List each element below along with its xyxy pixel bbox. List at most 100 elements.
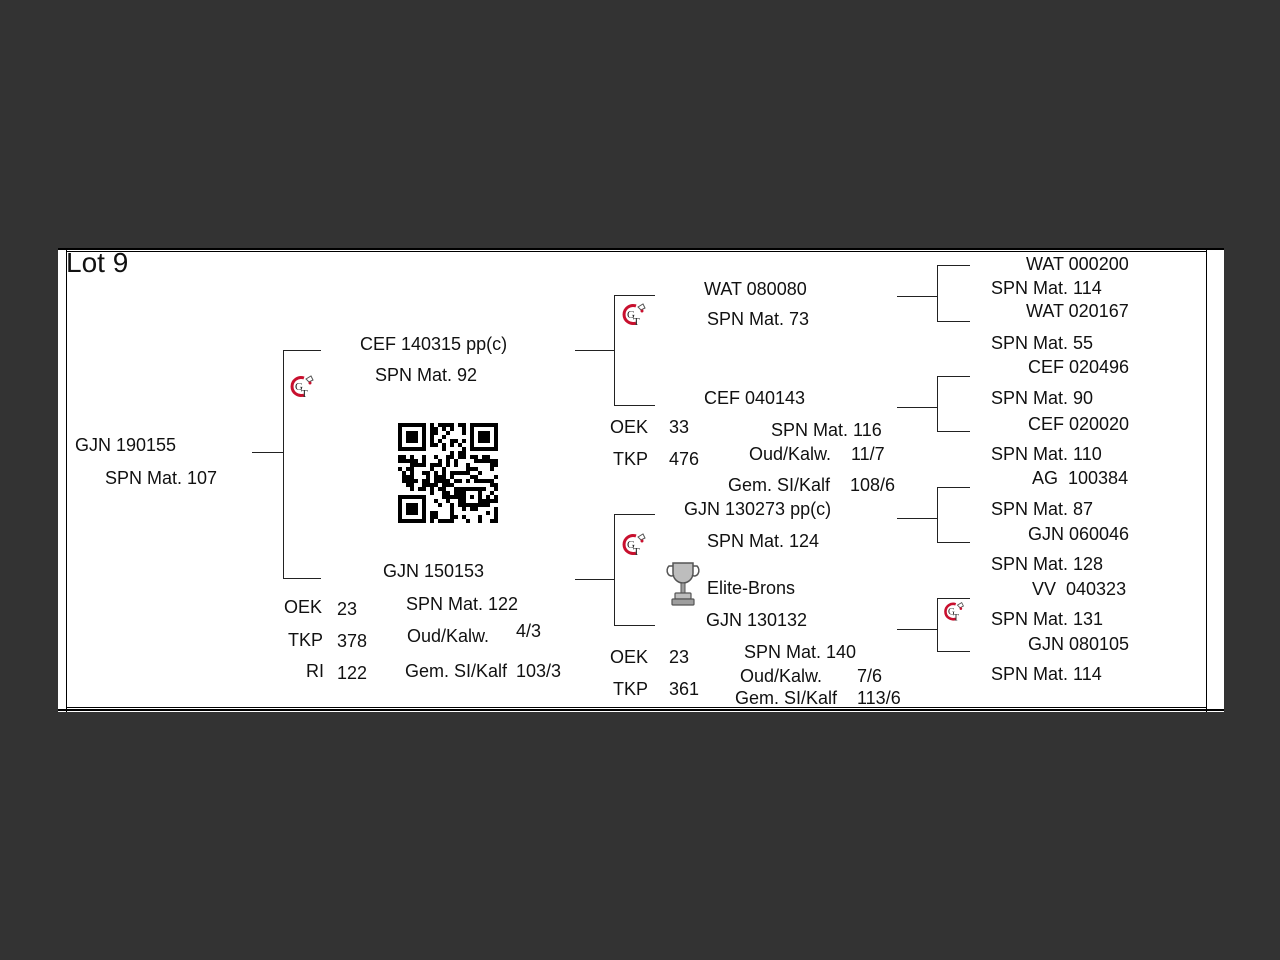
svg-text:G: G: [295, 381, 303, 393]
gt-logo-icon: G T: [290, 375, 314, 400]
connector: [575, 350, 615, 351]
ggp-mat: SPN Mat. 87: [991, 499, 1094, 519]
dam-oud-kalw-label: Oud/Kalw.: [407, 626, 490, 646]
ggp-id: GJN 080105: [1028, 634, 1130, 654]
connector: [937, 598, 938, 652]
dam-dam-gem-value: 113/6: [857, 688, 901, 708]
svg-text:T: T: [301, 388, 308, 400]
ggp-id: WAT 000200: [1026, 254, 1129, 274]
lot-title: Lot 9: [66, 247, 129, 278]
dam-gem-label: Gem. SI/Kalf: [405, 661, 508, 681]
connector: [937, 376, 970, 377]
connector: [283, 578, 321, 579]
connector: [897, 296, 938, 297]
connector: [937, 542, 970, 543]
connector: [897, 629, 938, 630]
connector: [897, 518, 938, 519]
ggp-id: CEF 020496: [1028, 357, 1130, 377]
connector: [614, 295, 655, 296]
dam-dam-award: Elite-Brons: [707, 578, 796, 598]
qr-code: [398, 423, 498, 523]
ggp-mat: SPN Mat. 55: [991, 333, 1094, 353]
sire-dam-stat-label: TKP: [613, 449, 649, 469]
sire-id: CEF 140315 pp(c): [360, 334, 508, 354]
connector: [937, 487, 970, 488]
connector: [937, 651, 970, 652]
sire-dam-stat-value: 33: [669, 417, 690, 437]
sire-dam-stat-label: OEK: [610, 417, 649, 437]
ggp-id: CEF 020020: [1028, 414, 1130, 434]
connector: [252, 452, 284, 453]
connector: [575, 579, 615, 580]
pedigree-sheet: Lot 9 GJN 190155 SPN Mat. 107 G T CEF 14…: [58, 248, 1224, 712]
dam-id: GJN 150153: [383, 561, 485, 581]
ggp-id: VV 040323: [1032, 579, 1127, 599]
dam-dam-oud-kalw-label: Oud/Kalw.: [740, 666, 823, 686]
connector: [937, 431, 970, 432]
sire-dam-stat-value: 476: [669, 449, 700, 469]
connector: [937, 376, 938, 432]
ggp-id: GJN 060046: [1028, 524, 1130, 544]
svg-text:T: T: [953, 614, 959, 624]
dam-mat: SPN Mat. 122: [406, 594, 519, 614]
ggp-mat: SPN Mat. 131: [991, 609, 1104, 629]
frame-bottom: [58, 709, 1224, 711]
svg-text:T: T: [633, 316, 640, 328]
connector: [937, 487, 938, 543]
frame-top: [58, 248, 1224, 250]
sire-mat: SPN Mat. 92: [375, 365, 478, 385]
animal-mat: SPN Mat. 107: [105, 468, 218, 488]
ggp-id: AG 100384: [1032, 468, 1129, 488]
connector: [937, 265, 970, 266]
sire-sire-id: WAT 080080: [704, 279, 807, 299]
frame-top-inner: [66, 251, 1207, 252]
dam-gem-value: 103/3: [516, 661, 562, 681]
dam-stat-label: TKP: [288, 630, 324, 650]
frame-right: [1206, 248, 1207, 712]
dam-stat-value: 378: [337, 631, 368, 651]
ggp-id: WAT 020167: [1026, 301, 1129, 321]
dam-dam-id: GJN 130132: [706, 610, 808, 630]
sire-dam-mat: SPN Mat. 116: [771, 420, 882, 440]
connector: [614, 405, 655, 406]
frame-bottom-inner: [66, 707, 1207, 708]
sire-dam-id: CEF 040143: [704, 388, 806, 408]
connector: [937, 598, 970, 599]
trophy-icon: [666, 562, 700, 606]
dam-stat-value: 122: [337, 663, 368, 683]
dam-dam-stat-label: OEK: [610, 647, 649, 667]
connector: [937, 321, 970, 322]
dam-stat-label: OEK: [284, 597, 323, 617]
svg-text:G: G: [948, 608, 955, 618]
sire-dam-oud-kalw-value: 11/7: [851, 444, 885, 464]
connector: [614, 514, 655, 515]
sire-dam-gem-value: 108/6: [850, 475, 896, 495]
dam-sire-mat: SPN Mat. 124: [707, 531, 820, 551]
dam-stat-value: 23: [337, 599, 358, 619]
gt-logo-icon: G T: [622, 533, 646, 558]
sire-dam-gem-label: Gem. SI/Kalf: [728, 475, 831, 495]
connector: [283, 350, 284, 579]
dam-dam-oud-kalw-value: 7/6: [857, 666, 883, 686]
svg-text:T: T: [633, 546, 640, 558]
connector: [937, 265, 938, 322]
connector: [614, 295, 615, 406]
dam-sire-id: GJN 130273 pp(c): [684, 499, 832, 519]
sire-sire-mat: SPN Mat. 73: [707, 309, 810, 329]
svg-text:G: G: [627, 539, 635, 551]
dam-dam-stat-label: TKP: [613, 679, 649, 699]
dam-dam-mat: SPN Mat. 140: [744, 642, 857, 662]
frame-left: [66, 248, 67, 712]
dam-stat-label: RI: [306, 661, 324, 681]
dam-dam-gem-label: Gem. SI/Kalf: [735, 688, 838, 708]
dam-oud-kalw-value: 4/3: [516, 621, 542, 641]
connector: [283, 350, 321, 351]
connector: [614, 514, 615, 626]
ggp-mat: SPN Mat. 128: [991, 554, 1104, 574]
ggp-mat: SPN Mat. 114: [991, 664, 1102, 684]
connector: [614, 625, 655, 626]
dam-dam-stat-value: 23: [669, 647, 690, 667]
ggp-mat: SPN Mat. 90: [991, 388, 1094, 408]
gt-logo-icon: G T: [944, 601, 965, 624]
sire-dam-oud-kalw-label: Oud/Kalw.: [749, 444, 832, 464]
